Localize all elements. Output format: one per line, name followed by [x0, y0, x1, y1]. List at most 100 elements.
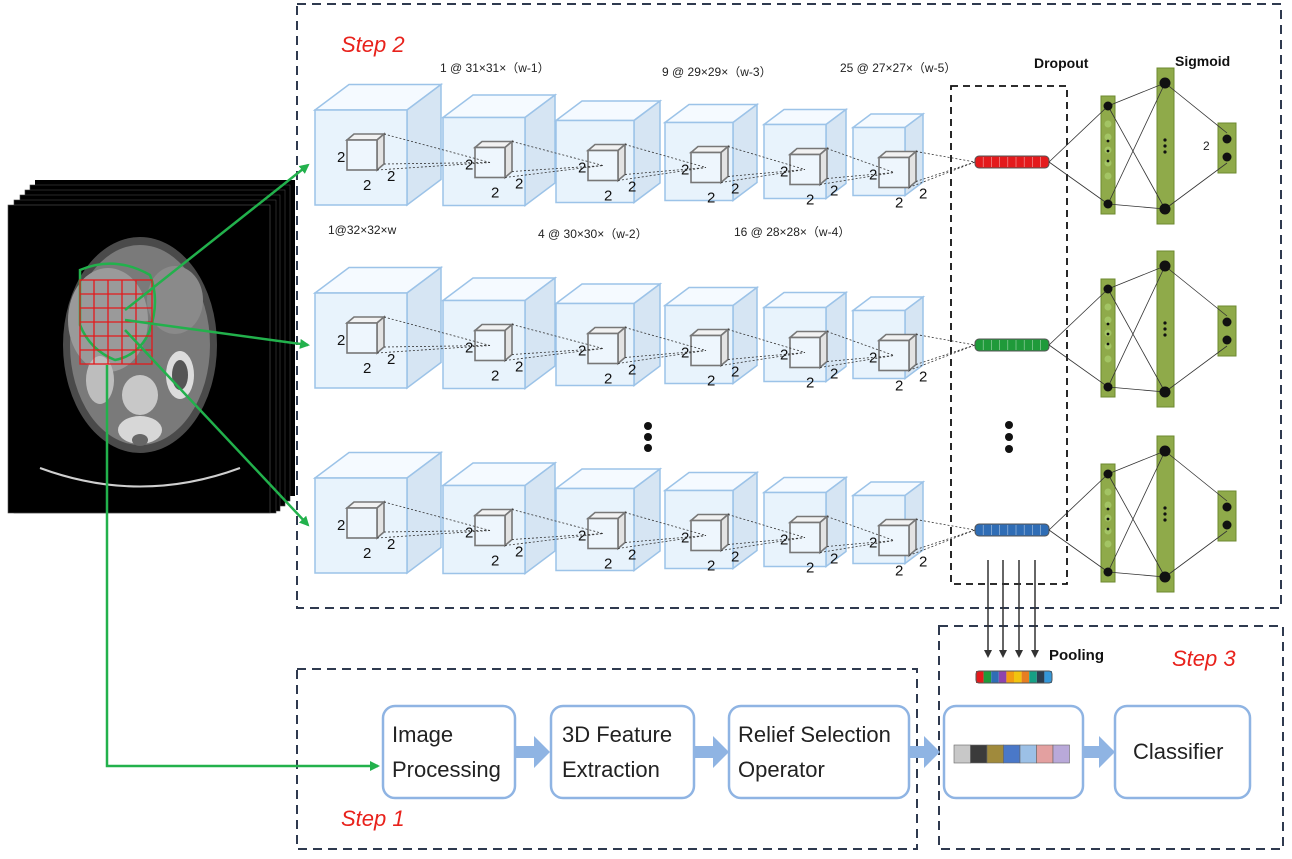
feature-cell: [1036, 744, 1054, 764]
connector-line: [376, 162, 491, 171]
kernel-dim-label: 2: [895, 195, 903, 212]
connector-line: [376, 345, 491, 354]
feature-cell: [1052, 744, 1070, 764]
connector-line: [915, 519, 976, 531]
pooled-cell: [983, 671, 992, 683]
connector-line: [819, 540, 895, 553]
arrow-to-image-processing: [105, 365, 380, 771]
pooled-cell: [998, 671, 1007, 683]
connector-line: [504, 165, 604, 178]
kernel-dim-label: 2: [780, 347, 788, 364]
flow-arrow-4: [1084, 736, 1115, 768]
label-layer-5: 25 @ 27×27×（w-5）: [840, 61, 956, 75]
connector-line: [915, 151, 976, 163]
connector-line: [915, 344, 976, 365]
connector-line: [511, 348, 604, 355]
pooled-cell: [1006, 671, 1014, 683]
connector-line: [617, 535, 707, 549]
pooled-cell: [1014, 671, 1022, 683]
arrow-to-row3: [124, 329, 310, 527]
label-layer-3: 9 @ 29×29×（w-3）: [662, 65, 772, 79]
pooled-cell: [976, 671, 984, 683]
flow-arrow-3: [910, 736, 940, 768]
label-layer-2: 4 @ 30×30×（w-2）: [538, 227, 648, 241]
dropout-label: Dropout: [1034, 55, 1089, 71]
kernel-dim-label: 2: [628, 179, 636, 196]
connector-line: [915, 161, 976, 182]
feature-map-2-3: [662, 286, 760, 385]
image-processing-line2: Processing: [392, 757, 501, 782]
connector-line: [504, 348, 604, 361]
green-arrows: [105, 163, 380, 771]
flat-vector-1: [974, 155, 1050, 169]
pooled-cell: [1036, 671, 1045, 683]
dropout-region: [950, 85, 1068, 585]
kernel-dim-label: 2: [707, 373, 715, 390]
kernel-dim-label: 2: [780, 532, 788, 549]
feature-cell: [1019, 744, 1037, 764]
kernel-dim-label: 2: [337, 517, 345, 534]
kernel-dim-label: 2: [731, 364, 739, 381]
label-layer-input: 1@32×32×w: [328, 223, 397, 237]
connector-line: [383, 162, 491, 165]
kernel-dim-label: 2: [731, 549, 739, 566]
kernel-dim-label: 2: [337, 332, 345, 349]
kernel-dim-label: 2: [515, 544, 523, 561]
connector-line: [624, 535, 707, 543]
feature-cell: [970, 744, 988, 764]
fc-layers-1: [1048, 67, 1237, 225]
feature-extraction-line1: 3D Feature: [562, 722, 672, 747]
connector-line: [511, 533, 604, 540]
patch-grid: [79, 279, 153, 365]
relief-selection-line1: Relief Selection: [738, 722, 891, 747]
pooled-cell: [1029, 671, 1037, 683]
kernel-3-4: 222: [780, 514, 838, 577]
connector-line: [383, 345, 491, 348]
kernel-dim-label: 2: [919, 186, 927, 203]
connector-line: [727, 352, 806, 360]
kernel-dim-label: 2: [895, 563, 903, 580]
kernel-dim-label: 2: [491, 368, 499, 385]
image-processing-line1: Image: [392, 722, 453, 747]
kernel-dim-label: 2: [681, 345, 689, 362]
kernel-dim-label: 2: [707, 558, 715, 575]
label-layer-4: 16 @ 28×28×（w-4）: [734, 225, 850, 239]
flow-arrow-1: [516, 736, 550, 768]
output-count: 2: [1203, 139, 1210, 153]
feature-extraction-line2: Extraction: [562, 757, 660, 782]
kernel-dim-label: 2: [363, 545, 371, 562]
connector-line: [819, 172, 895, 185]
arrow-to-row2: [124, 318, 310, 349]
flat-vector-2: [974, 338, 1050, 352]
flow-arrow-2: [695, 736, 729, 768]
connector-line: [727, 537, 806, 545]
kernel-dim-label: 2: [387, 351, 395, 368]
feature-map-1-4: [761, 108, 849, 200]
relief-selection-line2: Operator: [738, 757, 825, 782]
kernel-dim-label: 2: [869, 535, 877, 552]
kernel-dim-label: 2: [681, 530, 689, 547]
kernel-3-0: 222: [337, 500, 395, 562]
kernel-dim-label: 2: [604, 371, 612, 388]
connector-line: [727, 514, 806, 538]
sigmoid-label: Sigmoid: [1175, 53, 1230, 69]
pooled-cell: [1021, 671, 1030, 683]
kernel-dim-label: 2: [869, 167, 877, 184]
flow-arrows: [516, 736, 1115, 768]
kernel-dim-label: 2: [780, 164, 788, 181]
pooled-cell: [991, 671, 999, 683]
fc-layers-2: [1048, 250, 1237, 408]
fc-layers-3: [1048, 435, 1237, 593]
kernel-dim-label: 2: [830, 551, 838, 568]
connector-line: [915, 334, 976, 346]
kernel-dim-label: 2: [387, 536, 395, 553]
connector-line: [915, 529, 976, 550]
connector-line: [383, 530, 491, 533]
kernel-dim-label: 2: [919, 369, 927, 386]
kernel-dim-label: 2: [363, 177, 371, 194]
pooling-arrows: [984, 560, 1039, 658]
step3-label: Step 3: [1172, 646, 1236, 671]
